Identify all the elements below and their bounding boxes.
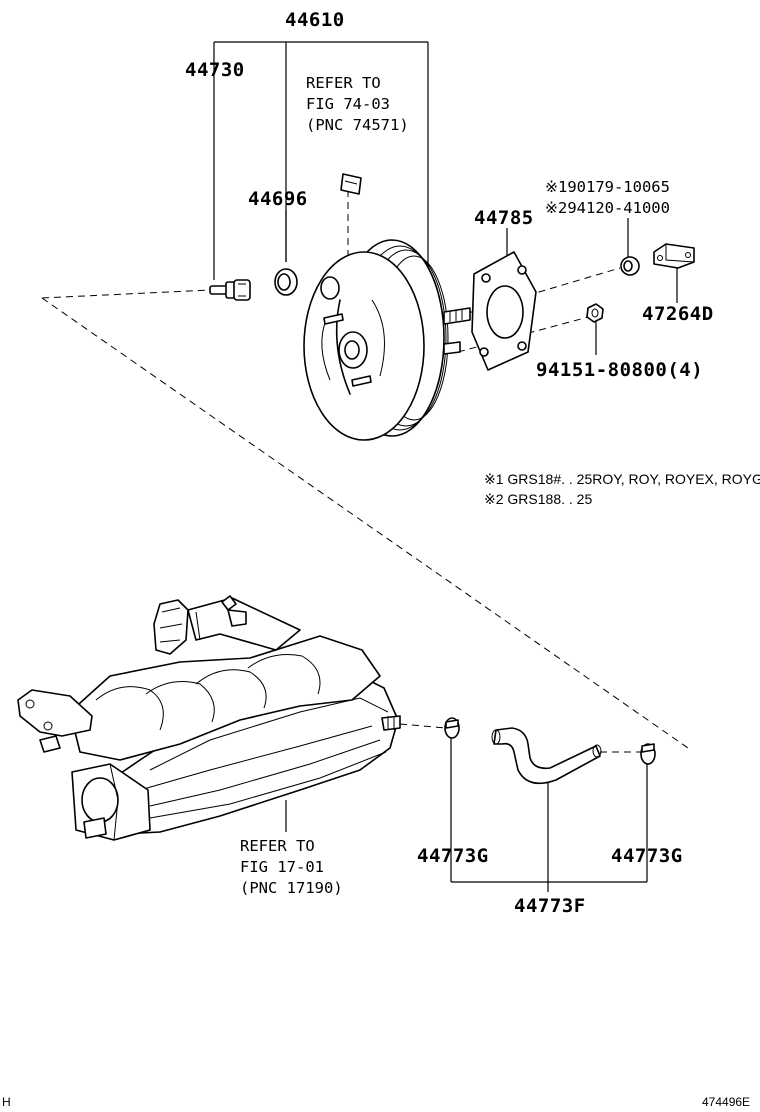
leader-lines: [213, 41, 678, 892]
label-gasket: 44785: [474, 207, 534, 229]
brake-booster-part: [303, 239, 471, 441]
booster-ref-line-2: FIG 74-03: [306, 95, 390, 113]
label-check-valve-union: 44730: [185, 59, 245, 81]
label-alt-2: ※294120-41000: [545, 199, 670, 217]
label-bracket: 47264D: [642, 303, 714, 325]
label-booster-assy: 44610: [285, 9, 345, 31]
label-alt-1: ※190179-10065: [545, 178, 670, 196]
label-clamp-left: 44773G: [417, 845, 489, 867]
bracket-part: [653, 243, 695, 269]
intake-manifold-part: [17, 595, 401, 841]
gasket-part: [471, 251, 537, 371]
note-2: ※2 GRS188. . 25: [484, 491, 592, 507]
clamp-right-part: [640, 743, 656, 765]
note-1: ※1 GRS18#. . 25ROY, ROY, ROYEX, ROYG: [484, 471, 760, 487]
check-valve-union-part: [209, 279, 251, 301]
figure-id: 474496E: [702, 1095, 750, 1109]
vacuum-hose-part: [491, 727, 602, 785]
label-clamp-right: 44773G: [611, 845, 683, 867]
label-grommet: 44696: [248, 188, 308, 210]
grommet-part: [274, 268, 298, 296]
manifold-ref-text: REFER TO FIG 17-01 (PNC 17190): [240, 837, 343, 897]
label-hose: 44773F: [514, 895, 586, 917]
corner-left-mark: H: [2, 1095, 11, 1109]
clamp-left-part: [444, 717, 460, 739]
manifold-ref-line-3: (PNC 17190): [240, 879, 343, 897]
booster-ref-line-1: REFER TO: [306, 74, 381, 92]
booster-ref-line-3: (PNC 74571): [306, 116, 409, 134]
manifold-ref-line-1: REFER TO: [240, 837, 315, 855]
booster-ref-part: [340, 173, 362, 195]
manifold-ref-line-2: FIG 17-01: [240, 858, 324, 876]
label-nut: 94151-80800(4): [536, 359, 703, 381]
alt-clip-part: [620, 256, 640, 276]
nut-part: [586, 303, 604, 323]
application-notes: ※1 GRS18#. . 25ROY, ROY, ROYEX, ROYG ※2 …: [484, 471, 760, 507]
booster-ref-text: REFER TO FIG 74-03 (PNC 74571): [306, 74, 409, 134]
